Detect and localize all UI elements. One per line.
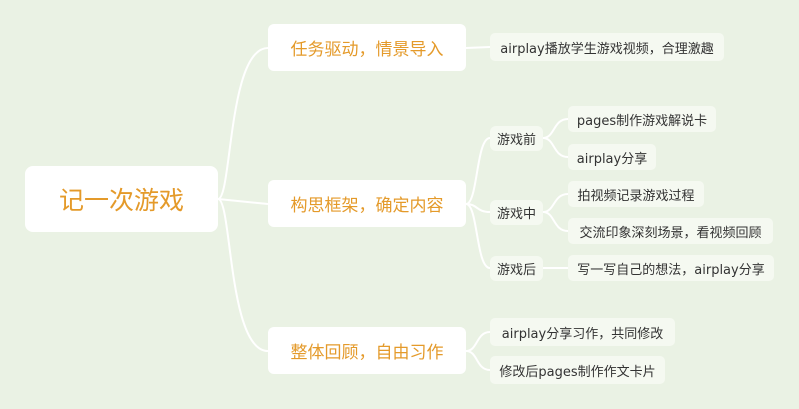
- connector-during-leaf-1: [542, 193, 569, 213]
- connector-branch-1-leaf-1: [465, 46, 491, 49]
- connector-before-leaf-2: [542, 137, 569, 158]
- connector-root-branch-1: [217, 47, 269, 200]
- leaf-pages-essay-card[interactable]: 修改后pages制作作文卡片: [490, 356, 665, 384]
- branch-task-driven[interactable]: 任务驱动，情景导入: [268, 24, 466, 71]
- connector-before-leaf-1: [542, 118, 569, 139]
- connector-branch-2-after: [465, 203, 491, 269]
- leaf-write-thoughts[interactable]: 写一写自己的想法，airplay分享: [568, 255, 774, 281]
- connector-root-branch-3: [217, 198, 269, 352]
- connector-branch-3-leaf-2: [465, 350, 491, 371]
- leaf-airplay-play-video[interactable]: airplay播放学生游戏视频，合理激趣: [490, 33, 724, 61]
- leaf-record-video[interactable]: 拍视频记录游戏过程: [568, 181, 704, 207]
- root-node[interactable]: 记一次游戏: [25, 166, 218, 232]
- connector-during-leaf-2: [542, 211, 569, 232]
- branch-build-framework[interactable]: 构思框架，确定内容: [268, 180, 466, 227]
- leaf-pages-guide-card[interactable]: pages制作游戏解说卡: [568, 106, 716, 132]
- leaf-discuss-scenes[interactable]: 交流印象深刻场景，看视频回顾: [568, 218, 773, 244]
- connector-branch-3-leaf-1: [465, 331, 491, 352]
- branch-review-writing[interactable]: 整体回顾，自由习作: [268, 327, 466, 374]
- connector-root-branch-2: [217, 198, 269, 205]
- leaf-airplay-share[interactable]: airplay分享: [568, 144, 656, 170]
- phase-before-game[interactable]: 游戏前: [490, 126, 543, 151]
- leaf-share-essay[interactable]: airplay分享习作，共同修改: [490, 318, 675, 346]
- phase-after-game[interactable]: 游戏后: [490, 256, 543, 281]
- phase-during-game[interactable]: 游戏中: [490, 200, 543, 225]
- connector-branch-2-before: [465, 137, 491, 205]
